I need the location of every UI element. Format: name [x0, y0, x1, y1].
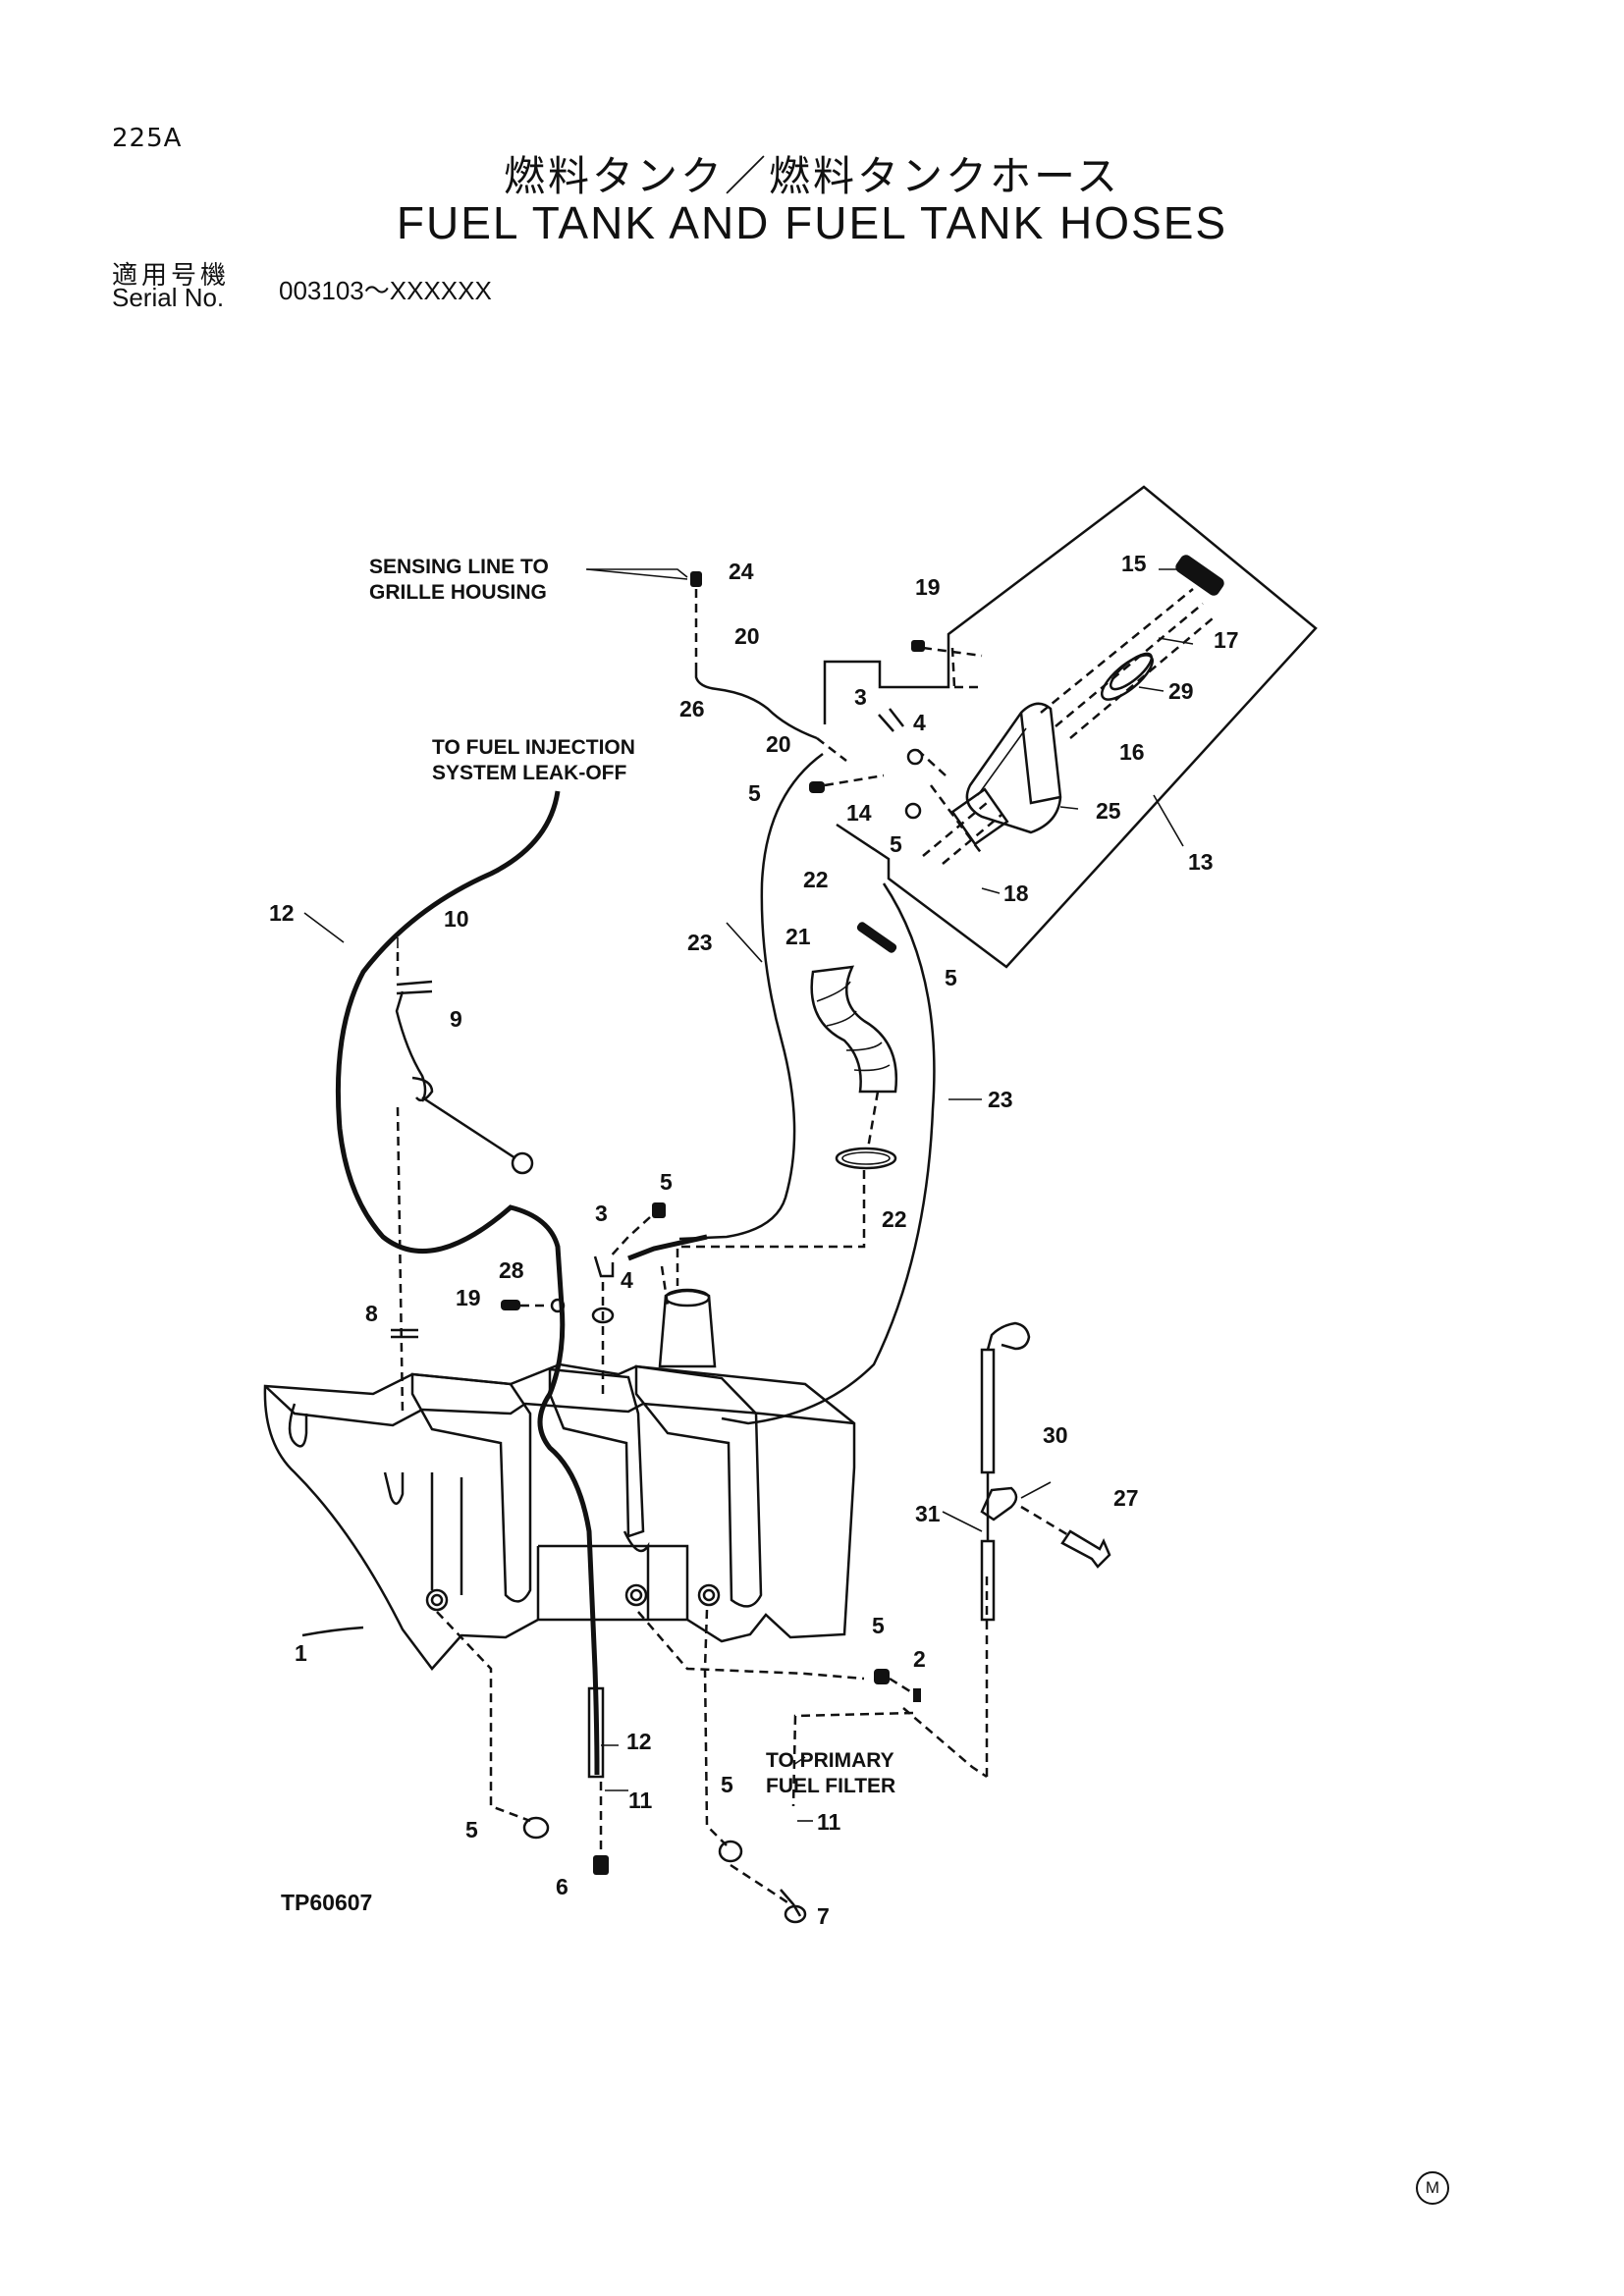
part-number: 5 — [890, 831, 902, 857]
part-number: 6 — [556, 1874, 568, 1899]
part-number: 27 — [1113, 1485, 1139, 1511]
filler-cap-parts — [922, 555, 1224, 865]
part-number-labels: 1 2 3 3 4 4 5 5 5 5 5 5 5 6 7 8 9 10 11 … — [269, 551, 1239, 1929]
part-number: 19 — [456, 1285, 481, 1310]
injection-callout-2: SYSTEM LEAK-OFF — [432, 762, 627, 784]
part-number: 12 — [626, 1729, 652, 1754]
primary-fuel-line — [980, 1321, 1111, 1622]
part-number: 16 — [1119, 739, 1145, 765]
part-number: 31 — [915, 1501, 941, 1526]
sensing-line-callout-1: SENSING LINE TO — [369, 556, 549, 578]
part-number: 19 — [915, 574, 941, 600]
primary-filter-callout-1: TO PRIMARY — [766, 1749, 894, 1772]
leak-off-hose — [335, 790, 605, 1779]
tank-fittings — [501, 1202, 670, 1394]
figure-id: TP60607 — [281, 1890, 372, 1915]
part-number: 8 — [365, 1301, 378, 1326]
corner-mark: M — [1416, 2171, 1449, 2205]
sensing-line-callout-2: GRILLE HOUSING — [369, 581, 547, 604]
serial-label-english: Serial No. — [112, 283, 225, 312]
part-number: 21 — [785, 924, 811, 949]
part-number: 5 — [872, 1613, 885, 1638]
fuel-tank — [263, 1288, 856, 1671]
part-number: 28 — [499, 1257, 524, 1283]
part-number: 4 — [913, 710, 926, 735]
part-number: 5 — [465, 1817, 478, 1842]
part-number: 29 — [1168, 678, 1194, 704]
part-number: 7 — [817, 1903, 830, 1929]
part-number: 17 — [1214, 627, 1239, 653]
part-number: 3 — [595, 1201, 608, 1226]
part-number: 12 — [269, 900, 295, 926]
filler-assembly-box — [823, 485, 1318, 969]
drain-lines — [436, 1571, 989, 1924]
part-number: 5 — [721, 1772, 733, 1797]
part-number: 13 — [1188, 849, 1214, 875]
part-number: 22 — [882, 1206, 907, 1232]
serial-label-japanese: 適用号機 — [112, 261, 231, 291]
part-number: 25 — [1096, 798, 1121, 824]
part-number: 5 — [660, 1169, 673, 1195]
part-number: 10 — [444, 906, 469, 932]
title-japanese: 燃料タンク／燃料タンクホース — [504, 152, 1120, 200]
part-number: 26 — [679, 696, 705, 721]
part-number: 3 — [854, 684, 867, 710]
part-number: 20 — [766, 731, 791, 757]
part-number: 11 — [817, 1809, 841, 1835]
title-english: FUEL TANK AND FUEL TANK HOSES — [396, 197, 1228, 248]
serial-range: 003103～XXXXXX — [279, 276, 492, 305]
part-number: 15 — [1121, 551, 1147, 576]
part-number: 23 — [988, 1087, 1013, 1112]
part-number: 14 — [846, 800, 872, 826]
leader-lines — [303, 568, 1194, 1822]
part-number: 5 — [748, 780, 761, 806]
part-number: 20 — [734, 623, 760, 649]
part-number: 1 — [295, 1640, 307, 1666]
injection-callout-1: TO FUEL INJECTION — [432, 736, 635, 759]
part-number: 30 — [1043, 1422, 1068, 1448]
part-number: 24 — [729, 559, 754, 584]
part-number: 5 — [945, 965, 957, 990]
part-number: 4 — [621, 1267, 633, 1293]
page-number: 225A — [112, 124, 183, 153]
dipstick — [391, 937, 534, 1415]
sensing-line — [586, 568, 984, 855]
vent-hoses — [627, 752, 936, 1425]
part-number: 18 — [1003, 881, 1029, 906]
part-number: 22 — [803, 867, 829, 892]
part-number: 9 — [450, 1006, 462, 1032]
part-number: 23 — [687, 930, 713, 955]
part-number: 11 — [628, 1788, 653, 1813]
primary-filter-callout-2: FUEL FILTER — [766, 1775, 895, 1797]
filler-housing — [950, 702, 1062, 846]
filler-hose-elbow — [676, 922, 898, 1286]
part-number: 2 — [913, 1646, 926, 1672]
